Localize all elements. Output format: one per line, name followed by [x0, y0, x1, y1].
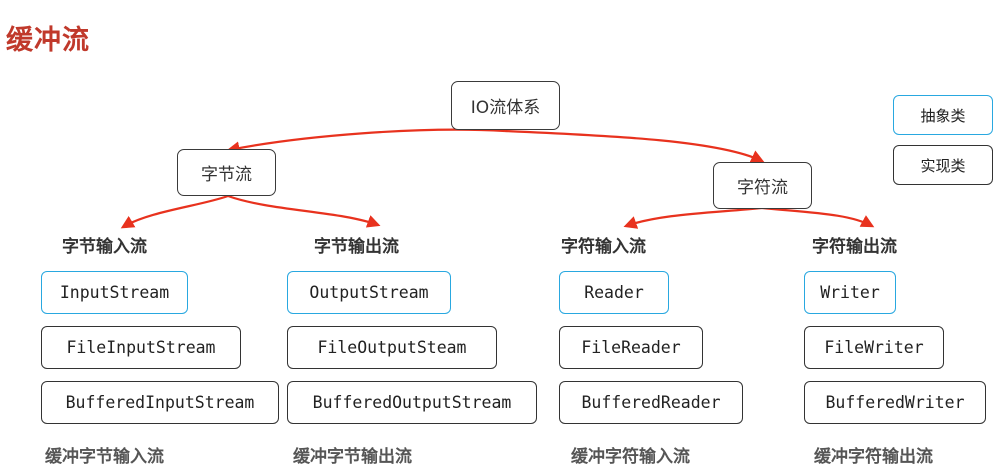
heading-char-input: 字符输入流: [561, 237, 646, 257]
legend-abstract-class: 抽象类: [893, 95, 993, 135]
class-bufferedwriter: BufferedWriter: [804, 381, 986, 424]
heading-char-output: 字符输出流: [812, 237, 897, 257]
class-reader: Reader: [559, 271, 669, 314]
footer-buffered-char-input: 缓冲字符输入流: [571, 447, 690, 467]
arrow-byte-to-output: [227, 194, 381, 228]
heading-byte-output: 字节输出流: [314, 237, 399, 257]
char-stream-node: 字符流: [713, 162, 812, 209]
class-bufferedinputstream: BufferedInputStream: [41, 381, 279, 424]
byte-stream-node: 字节流: [177, 149, 276, 196]
footer-buffered-byte-output: 缓冲字节输出流: [293, 447, 412, 467]
class-outputstream: OutputStream: [287, 271, 451, 314]
footer-buffered-byte-input: 缓冲字节输入流: [45, 447, 164, 467]
class-filewriter: FileWriter: [804, 326, 944, 369]
class-filereader: FileReader: [559, 326, 703, 369]
arrow-char-to-reader: [623, 206, 763, 229]
footer-buffered-char-output: 缓冲字符输出流: [814, 447, 933, 467]
arrow-char-to-writer: [761, 206, 875, 228]
class-bufferedoutputstream: BufferedOutputStream: [287, 381, 537, 424]
page-title: 缓冲流: [6, 25, 90, 56]
class-fileoutputsteam: FileOutputSteam: [287, 326, 497, 369]
arrow-root-to-char: [504, 129, 765, 163]
root-node: IO流体系: [451, 81, 560, 130]
arrow-byte-to-input: [120, 194, 229, 229]
class-fileinputstream: FileInputStream: [41, 326, 241, 369]
heading-byte-input: 字节输入流: [62, 237, 147, 257]
class-inputstream: InputStream: [41, 271, 188, 314]
legend-concrete-class: 实现类: [893, 145, 993, 185]
arrow-root-to-byte: [226, 128, 506, 155]
class-bufferedreader: BufferedReader: [559, 381, 743, 424]
class-writer: Writer: [804, 271, 896, 314]
